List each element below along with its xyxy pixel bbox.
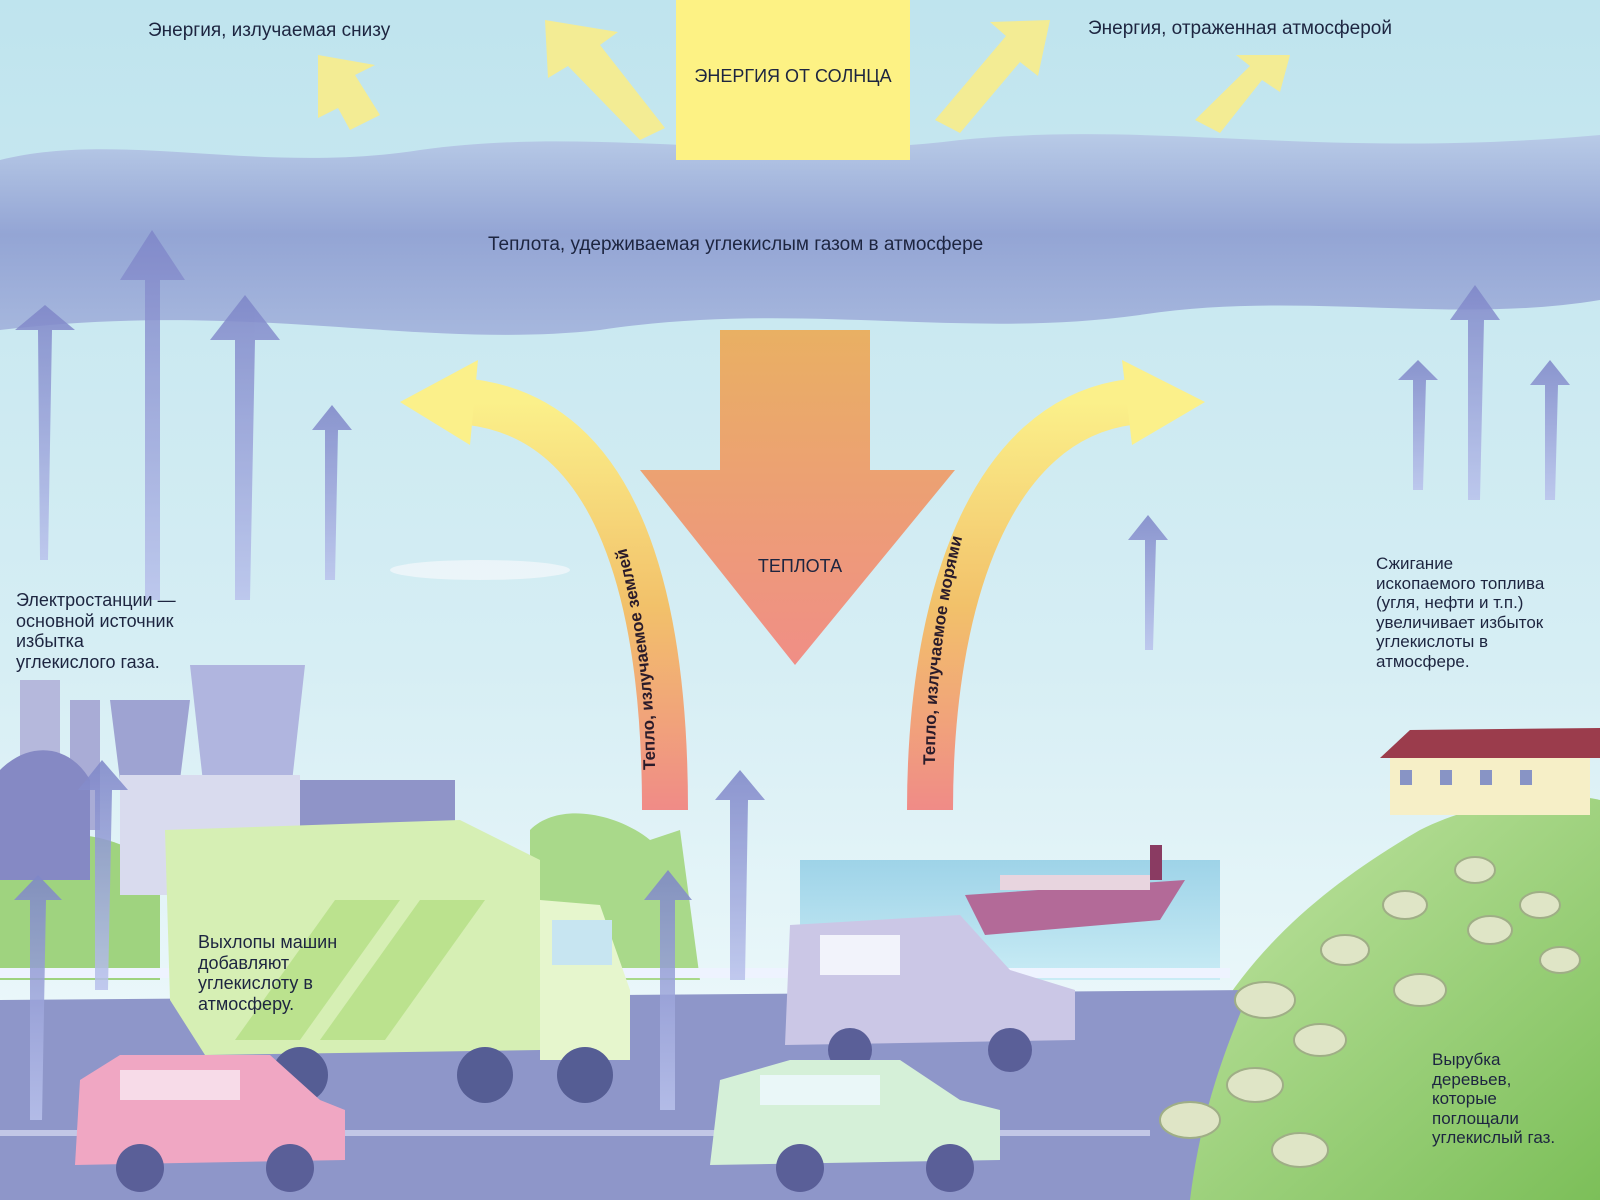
pink-car-wheel-1	[116, 1144, 164, 1192]
co2-arrow	[1530, 360, 1570, 500]
co2-arrow	[715, 770, 765, 980]
van	[785, 915, 1075, 1072]
house-window-2	[1440, 770, 1452, 785]
stump	[1293, 1023, 1347, 1057]
station-dome	[0, 750, 90, 880]
pink-car	[75, 1055, 345, 1192]
stump	[1467, 915, 1513, 945]
truck-window	[552, 920, 612, 965]
ship-deck	[1000, 875, 1150, 890]
green-car-wheel-1	[776, 1144, 824, 1192]
green-car-wheel-2	[926, 1144, 974, 1192]
stump	[1393, 973, 1447, 1007]
house-window-4	[1520, 770, 1532, 785]
co2-arrow	[1450, 285, 1500, 500]
house-window-3	[1480, 770, 1492, 785]
co2-arrow	[1398, 360, 1438, 490]
ship	[965, 845, 1185, 935]
power-plants-label: Электростанции — основной источник избыт…	[16, 590, 176, 673]
co2-arrow	[210, 295, 280, 600]
heat-from-earth-arrowhead	[400, 360, 478, 445]
stump	[1454, 856, 1496, 884]
heat-from-earth-curve	[466, 379, 688, 811]
co2-arrow	[14, 875, 62, 1120]
arrow-up-right-inner	[935, 20, 1050, 133]
sun-energy-label: ЭНЕРГИЯ ОТ СОЛНЦА	[694, 66, 892, 86]
green-car	[710, 1060, 1000, 1192]
truck-stripe-2	[320, 900, 485, 1040]
co2-arrow	[312, 405, 352, 580]
truck-stripe-1	[235, 900, 400, 1040]
pink-car-wheel-2	[266, 1144, 314, 1192]
stump	[1159, 1101, 1221, 1139]
stump	[1519, 891, 1561, 919]
heat-label: ТЕПЛОТА	[757, 556, 843, 576]
fossil-fuels-label: Сжигание ископаемого топлива (угля, нефт…	[1376, 554, 1545, 671]
reflected-atmosphere-label: Энергия, отраженная атмосферой	[1088, 18, 1392, 39]
heat-arrow-down	[640, 330, 955, 665]
arrow-up-left-outer	[318, 55, 380, 130]
house-window-1	[1400, 770, 1412, 785]
stump	[1382, 890, 1428, 920]
house-roof	[1380, 728, 1600, 758]
green-car-window	[760, 1075, 880, 1105]
co2-arrows	[14, 230, 1570, 1120]
cooling-tower-2	[190, 665, 305, 800]
truck-wheel-3	[557, 1047, 613, 1103]
co2-arrow	[120, 230, 185, 600]
co2-arrow	[1128, 515, 1168, 650]
airplane	[390, 560, 570, 580]
reflected-energy-arrows	[318, 20, 1290, 140]
heat-from-seas-arrowhead	[1122, 360, 1205, 445]
cooling-tower-1	[110, 700, 190, 780]
deforestation-label: Вырубка деревьев, которые поглощали угле…	[1432, 1050, 1556, 1148]
co2-arrow	[15, 305, 75, 560]
stump	[1271, 1132, 1329, 1168]
sun-energy-column	[676, 0, 910, 160]
arrow-up-right-outer	[1195, 55, 1290, 133]
stump	[1539, 946, 1581, 974]
houses	[1380, 728, 1600, 815]
tree-stumps	[1159, 856, 1581, 1168]
pink-car-window	[120, 1070, 240, 1100]
truck-wheel-2	[457, 1047, 513, 1103]
ship-hull	[965, 880, 1185, 935]
heat-from-seas-curve	[907, 379, 1134, 811]
co2-arrow	[78, 760, 128, 990]
emitted-below-label: Энергия, излучаемая снизу	[148, 20, 391, 41]
arrow-up-left-inner	[545, 20, 665, 140]
stump	[1320, 934, 1370, 966]
stump	[1226, 1067, 1284, 1103]
heat-trapped-label: Теплота, удерживаемая углекислым газом в…	[488, 234, 984, 255]
van-window	[820, 935, 900, 975]
road-marking	[0, 1130, 1150, 1136]
car-exhaust-label: Выхлопы машин добавляют углекислоту в ат…	[198, 932, 338, 1015]
van-wheel-2	[988, 1028, 1032, 1072]
co2-arrow	[644, 870, 692, 1110]
truck	[165, 820, 630, 1103]
atmosphere-band	[0, 134, 1600, 335]
stump	[1234, 981, 1296, 1019]
ship-funnel	[1150, 845, 1162, 880]
